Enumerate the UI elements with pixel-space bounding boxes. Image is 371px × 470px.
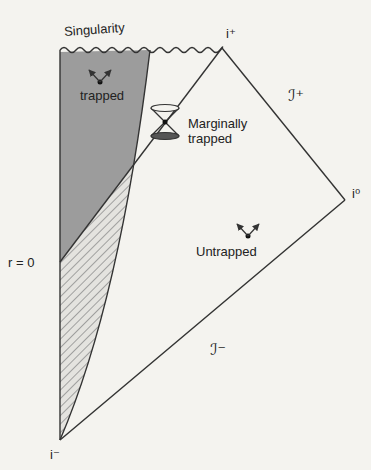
point-label: i⁻ [50,447,60,462]
point-label: i⁺ [226,26,236,41]
arrow [89,70,100,82]
infinity-label: ℐ⁻ [210,342,226,357]
singularity-wave [60,47,223,53]
point-label: i⁰ [352,186,360,201]
arrow [248,224,259,236]
region-label: Marginally trapped [188,116,268,146]
infinity-label: ℐ⁺ [288,88,304,103]
arrow [100,70,111,82]
region-label: Untrapped [196,244,257,259]
region-label: trapped [80,88,124,103]
light-cone [151,105,179,140]
past-null-infinity [60,200,345,440]
r-zero-line [59,50,60,440]
event-horizon [60,48,222,262]
axis-label: r = 0 [8,255,34,270]
singularity-label: Singularity [64,20,126,39]
arrow [237,224,248,236]
